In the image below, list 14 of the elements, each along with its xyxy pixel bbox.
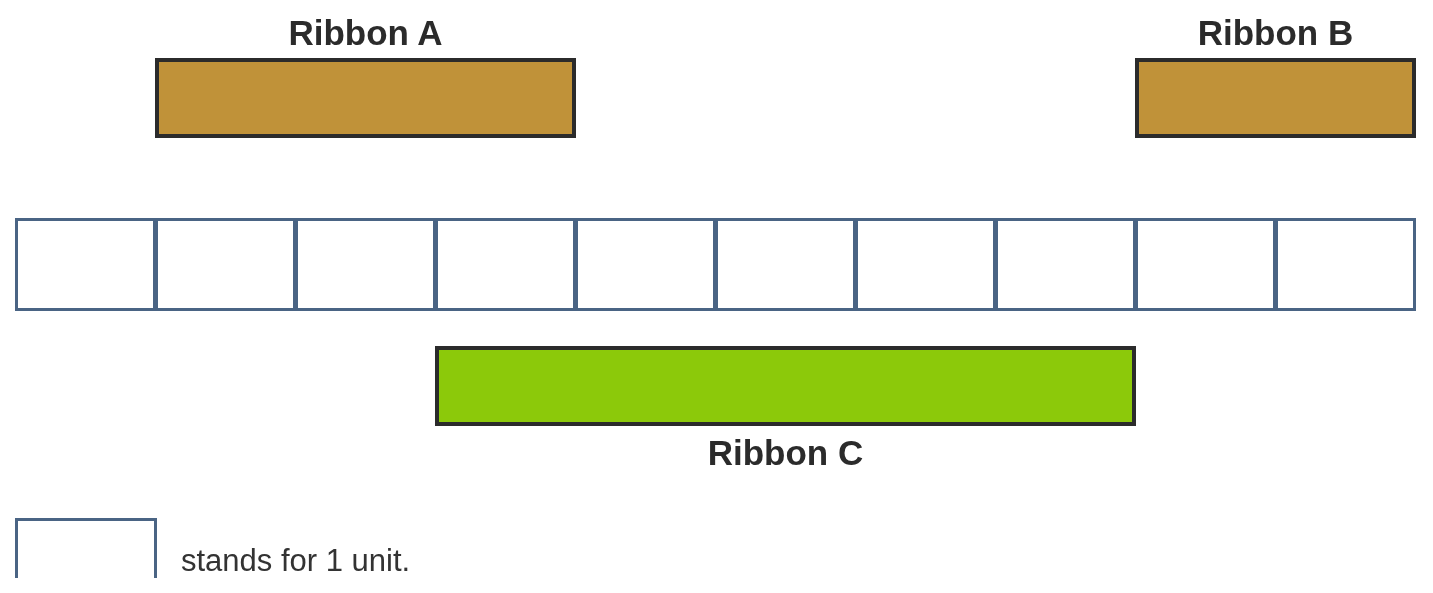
unit-square	[435, 218, 576, 311]
unit-square	[855, 218, 996, 311]
ribbon-label: Ribbon A	[288, 14, 443, 50]
legend-text: stands for 1 unit.	[181, 545, 411, 576]
unit-square	[575, 218, 716, 311]
ribbon-label: Ribbon C	[707, 434, 864, 470]
unit-square	[1135, 218, 1276, 311]
unit-square	[715, 218, 856, 311]
unit-square	[295, 218, 436, 311]
unit-square	[15, 218, 156, 311]
unit-square	[995, 218, 1136, 311]
unit-square	[1275, 218, 1416, 311]
unit-square	[155, 218, 296, 311]
ribbon-label: Ribbon B	[1197, 14, 1354, 50]
